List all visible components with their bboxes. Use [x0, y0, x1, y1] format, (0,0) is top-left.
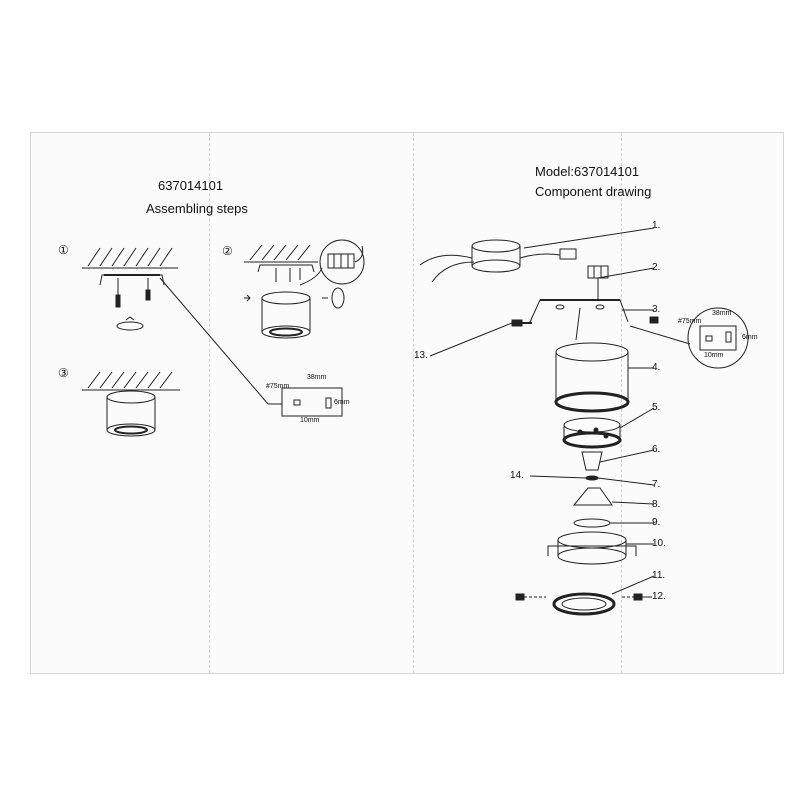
- callout-1: 1.: [652, 220, 661, 231]
- left-detail-box: [282, 388, 342, 416]
- component-connector: [588, 266, 608, 300]
- component-lens: [574, 519, 610, 527]
- callout-2: 2.: [652, 262, 661, 273]
- component-bracket: [530, 300, 628, 340]
- right-dim-diameter: #75mm: [678, 318, 702, 325]
- component-screw-right: [650, 317, 658, 323]
- component-driver: [420, 240, 576, 282]
- step1-ceiling: [82, 248, 178, 268]
- component-holder: [582, 452, 602, 470]
- right-model-line: Model:637014101: [535, 164, 640, 179]
- callout-11: 11.: [652, 570, 666, 581]
- step-number-1: ①: [58, 243, 69, 257]
- component-led: [586, 476, 598, 480]
- left-heading: Assembling steps: [146, 201, 248, 216]
- left-dim-top: 38mm: [307, 374, 327, 381]
- fold-line: [413, 133, 414, 673]
- step3-lamp: [107, 391, 155, 436]
- fold-line: [621, 133, 622, 673]
- step2-connector-zoom: [300, 240, 364, 285]
- leader-lines: [430, 228, 690, 597]
- callout-3: 3.: [652, 304, 661, 315]
- component-inner-ring: [548, 532, 636, 564]
- callout-4: 4.: [652, 362, 661, 373]
- step2-lamp: [244, 288, 344, 338]
- right-heading: Component drawing: [535, 184, 652, 199]
- right-dim-top: 38mm: [712, 310, 732, 317]
- left-dim-bottom: 10mm: [300, 417, 320, 424]
- fold-line: [209, 133, 210, 673]
- step2-ceiling: [244, 245, 318, 282]
- component-heatsink: [564, 418, 620, 447]
- callout-10: 10.: [652, 538, 666, 549]
- callout-5: 5.: [652, 402, 661, 413]
- callout-13: 13.: [414, 350, 428, 361]
- component-housing: [556, 343, 628, 411]
- left-dim-diameter: #75mm: [266, 383, 290, 390]
- left-dim-side: 6mm: [334, 399, 350, 406]
- step-number-2: ②: [222, 244, 233, 258]
- right-dim-side: 6mm: [742, 334, 758, 341]
- callout-9: 9.: [652, 517, 661, 528]
- callout-6: 6.: [652, 444, 661, 455]
- callout-14: 14.: [510, 470, 524, 481]
- instruction-sheet: [30, 132, 784, 674]
- component-reflector: [574, 488, 612, 505]
- step3-ceiling: [82, 372, 180, 390]
- step-number-3: ③: [58, 366, 69, 380]
- callout-8: 8.: [652, 499, 661, 510]
- callout-7: 7.: [652, 479, 661, 490]
- right-dim-bottom: 10mm: [704, 352, 724, 359]
- callout-12: 12.: [652, 591, 666, 602]
- component-outer-ring: [554, 594, 614, 614]
- right-detail-zoom: [688, 308, 748, 368]
- left-detail-leader: [160, 278, 282, 404]
- step1-bracket: [100, 275, 164, 330]
- component-screw-left: [512, 320, 532, 326]
- left-model-code: 637014101: [158, 178, 224, 193]
